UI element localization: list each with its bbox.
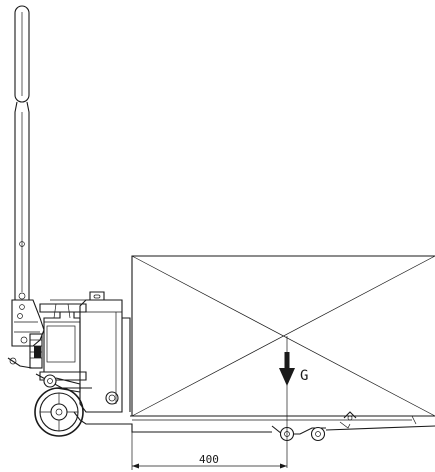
chassis-frame	[73, 291, 132, 425]
dimension-label: 400	[199, 453, 219, 466]
tiller-handle	[14, 5, 30, 310]
load-label: G	[300, 368, 308, 384]
load-box	[131, 255, 435, 468]
steering-wheel	[34, 387, 84, 437]
load-force-arrow: G	[279, 352, 308, 386]
hydraulic-pump-assembly	[7, 299, 92, 393]
fork-arm	[86, 415, 435, 433]
dimension-400: 400	[131, 430, 287, 470]
